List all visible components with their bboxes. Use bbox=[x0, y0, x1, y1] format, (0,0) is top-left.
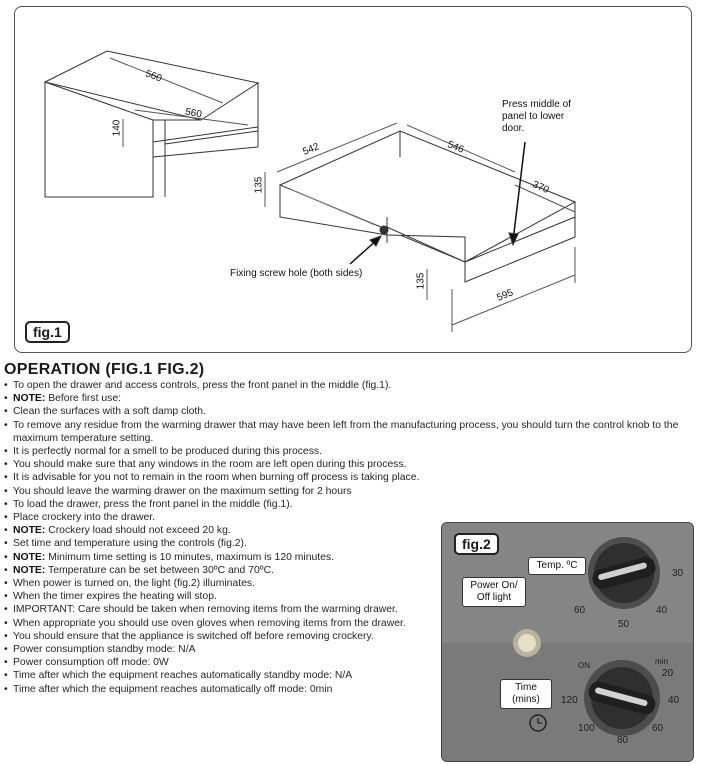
time-mark-120: 120 bbox=[561, 695, 578, 706]
operation-item: You should leave the warming drawer on t… bbox=[0, 485, 700, 498]
operation-item-note-label: NOTE: bbox=[13, 393, 46, 405]
housing-top bbox=[43, 50, 260, 121]
dim-140: 140 bbox=[111, 119, 123, 137]
operation-item-text: Clean the surfaces with a soft damp clot… bbox=[13, 406, 206, 418]
operation-item: You should make sure that any windows in… bbox=[0, 458, 700, 471]
clock-icon bbox=[529, 714, 547, 732]
operation-item-text: When power is turned on, the light (fig.… bbox=[13, 578, 255, 590]
operation-item-text: When the timer expires the heating will … bbox=[13, 591, 217, 603]
screw-note: Fixing screw hole (both sides) bbox=[230, 268, 363, 279]
figure-1: 560 560 140 542 546 370 135 135 595 Pres… bbox=[14, 6, 692, 353]
press-note: Press middle of panel to lower door. bbox=[502, 99, 571, 134]
operation-item-text: When appropriate you should use oven glo… bbox=[13, 617, 406, 629]
time-mark-min: min bbox=[655, 657, 668, 666]
operation-item-text: Minimum time setting is 10 minutes, maxi… bbox=[45, 551, 335, 563]
temp-callout: Temp. ºC bbox=[528, 557, 586, 575]
operation-item: To open the drawer and access controls, … bbox=[0, 379, 700, 392]
time-mark-60: 60 bbox=[652, 723, 664, 734]
operation-item: NOTE: Crockery load should not exceed 20… bbox=[0, 524, 433, 537]
operation-item: NOTE: Temperature can be set between 30º… bbox=[0, 564, 433, 577]
operation-item-note-label: NOTE: bbox=[13, 525, 46, 537]
operation-item-text: It is advisable for you not to remain in… bbox=[13, 472, 420, 484]
operation-item-text: Before first use: bbox=[45, 393, 121, 405]
operation-item-text: To remove any residue from the warming d… bbox=[13, 419, 679, 431]
operation-item: maximum temperature setting. bbox=[0, 432, 700, 445]
operation-item-note-label: NOTE: bbox=[13, 564, 46, 576]
operation-item-text: It is perfectly normal for a smell to be… bbox=[13, 446, 322, 458]
operation-item-text: Set time and temperature using the contr… bbox=[13, 538, 247, 550]
time-callout: Time (mins) bbox=[500, 679, 552, 709]
operation-item-note-label: NOTE: bbox=[13, 551, 46, 563]
operation-item-text: You should leave the warming drawer on t… bbox=[13, 485, 352, 497]
operation-item: Place crockery into the drawer. bbox=[0, 511, 700, 524]
operation-item-text: To open the drawer and access controls, … bbox=[13, 380, 392, 391]
time-mark-20: 20 bbox=[662, 668, 674, 679]
temp-mark-50: 50 bbox=[618, 619, 630, 630]
operation-item: It is advisable for you not to remain in… bbox=[0, 471, 700, 484]
operation-item: When the timer expires the heating will … bbox=[0, 590, 433, 603]
operation-item: To load the drawer, press the front pane… bbox=[0, 498, 700, 511]
fig1-tag: fig.1 bbox=[25, 321, 70, 343]
operation-item: Clean the surfaces with a soft damp clot… bbox=[0, 405, 700, 418]
temp-mark-40: 40 bbox=[656, 605, 668, 616]
operation-item-text: Temperature can be set between 30ºC and … bbox=[45, 564, 274, 576]
operation-item-text: Time after which the equipment reaches a… bbox=[13, 683, 333, 695]
temp-mark-30: 30 bbox=[672, 568, 684, 579]
operation-item-text: You should make sure that any windows in… bbox=[13, 459, 407, 471]
fig2-tag: fig.2 bbox=[454, 533, 499, 555]
power-callout: Power On/ Off light bbox=[462, 577, 526, 607]
figure-2: fig.2 Temp. ºC Power On/ Off light Time … bbox=[441, 522, 694, 762]
operation-item-text: IMPORTANT: Care should be taken when rem… bbox=[13, 604, 398, 616]
operation-item: To remove any residue from the warming d… bbox=[0, 419, 700, 432]
section-heading: OPERATION (FIG.1 FIG.2) bbox=[4, 361, 205, 378]
operation-item: It is perfectly normal for a smell to be… bbox=[0, 445, 700, 458]
operation-item-text: maximum temperature setting. bbox=[13, 432, 154, 444]
operation-item: When power is turned on, the light (fig.… bbox=[0, 577, 433, 590]
operation-item-text: Power consumption standby mode: N/A bbox=[13, 644, 196, 656]
time-mark-on: ON bbox=[578, 661, 590, 670]
operation-item: NOTE: Minimum time setting is 10 minutes… bbox=[0, 551, 433, 564]
operation-item: When appropriate you should use oven glo… bbox=[0, 617, 433, 630]
operation-item-text: Place crockery into the drawer. bbox=[13, 512, 156, 524]
operation-item: Time after which the equipment reaches a… bbox=[0, 683, 433, 696]
time-mark-100: 100 bbox=[578, 723, 595, 734]
operation-item-text: Power consumption off mode: 0W bbox=[13, 657, 169, 669]
operation-item-text: To load the drawer, press the front pane… bbox=[13, 498, 293, 510]
operation-item: Power consumption off mode: 0W bbox=[0, 656, 433, 669]
operation-item: You should ensure that the appliance is … bbox=[0, 630, 433, 643]
drawer-diagram bbox=[43, 50, 577, 332]
operation-item-text: Time after which the equipment reaches a… bbox=[13, 670, 353, 682]
operation-item: NOTE: Before first use: bbox=[0, 392, 700, 405]
operation-item-text: You should ensure that the appliance is … bbox=[13, 630, 374, 642]
temp-mark-60: 60 bbox=[574, 605, 586, 616]
operation-item-text: Crockery load should not exceed 20 kg. bbox=[45, 525, 231, 537]
operation-list: To open the drawer and access controls, … bbox=[0, 379, 700, 696]
operation-item: Set time and temperature using the contr… bbox=[0, 537, 433, 550]
operation-item: Time after which the equipment reaches a… bbox=[0, 669, 433, 682]
dim-135-bottom: 135 bbox=[415, 272, 427, 290]
operation-item: Power consumption standby mode: N/A bbox=[0, 643, 433, 656]
time-mark-40: 40 bbox=[668, 695, 680, 706]
time-mark-80: 80 bbox=[617, 735, 629, 746]
dim-135-top: 135 bbox=[253, 176, 265, 194]
operation-item: IMPORTANT: Care should be taken when rem… bbox=[0, 603, 433, 616]
